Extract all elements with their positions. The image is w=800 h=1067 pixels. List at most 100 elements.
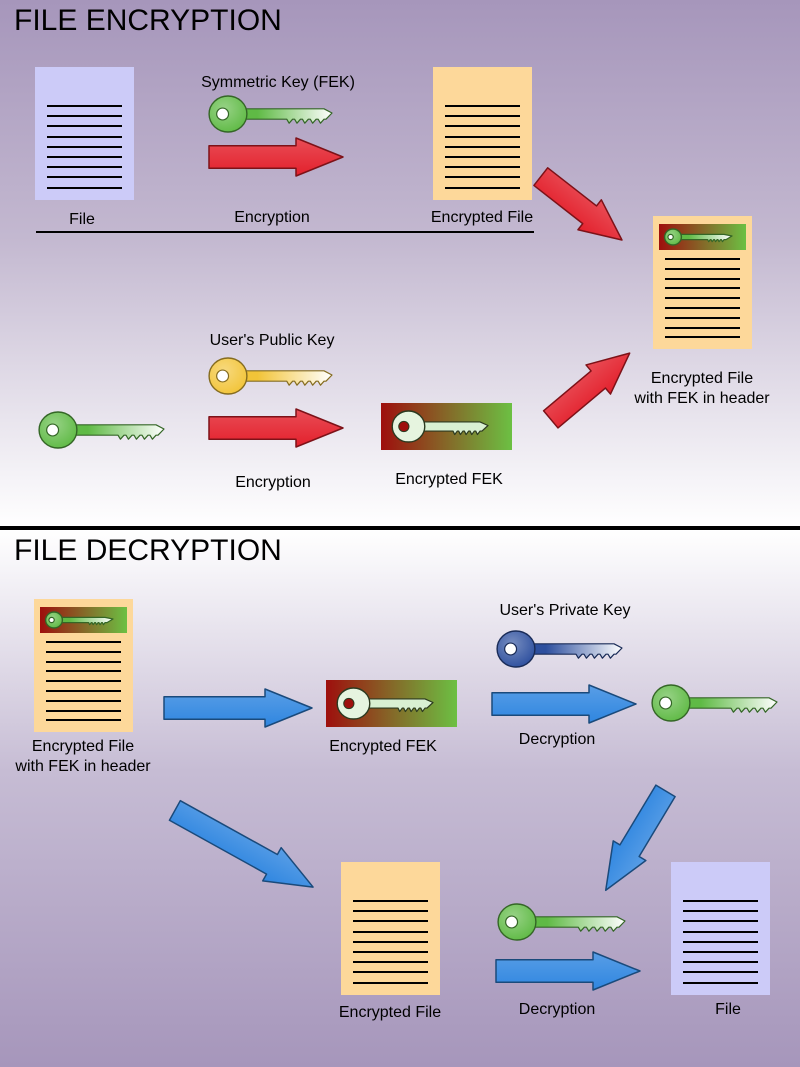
decryption-label-1: Decryption <box>518 731 596 748</box>
text-line <box>665 316 740 319</box>
text-line <box>46 719 121 722</box>
source-encrypted-file-with-header-document <box>34 599 133 732</box>
text-line <box>683 971 758 974</box>
public-key-icon <box>208 356 336 396</box>
users-public-key-label: User's Public Key <box>209 332 335 349</box>
text-line <box>683 940 758 943</box>
text-line <box>47 135 122 138</box>
text-line <box>353 940 428 943</box>
decryption-arrow-2 <box>495 951 641 991</box>
text-line <box>46 650 121 653</box>
text-line <box>665 307 740 309</box>
fek-key-icon <box>38 410 168 450</box>
text-line <box>46 709 121 712</box>
result-label-line2: with FEK in header <box>634 390 770 407</box>
text-line <box>683 961 758 964</box>
text-line <box>683 930 758 933</box>
text-line <box>683 900 758 902</box>
text-line <box>47 115 122 118</box>
text-line <box>665 258 740 260</box>
text-line <box>683 951 758 953</box>
users-private-key-label: User's Private Key <box>499 602 631 619</box>
result-label-line1: Encrypted File <box>650 370 754 387</box>
text-line <box>353 910 428 913</box>
text-line <box>47 156 122 158</box>
encryption-label-2: Encryption <box>235 474 311 491</box>
fek-header-block <box>40 607 127 633</box>
decryption-encrypted-fek-label: Encrypted FEK <box>329 738 437 755</box>
symmetric-key-icon <box>208 94 336 134</box>
encrypted-fek-key-icon <box>391 409 492 444</box>
to-header-arrow-top <box>528 160 635 256</box>
encryption-arrow-2 <box>208 408 344 448</box>
text-line <box>445 176 520 179</box>
text-line <box>665 326 740 329</box>
text-line <box>353 961 428 964</box>
text-line <box>46 699 121 702</box>
decryption-encrypted-fek-box <box>326 680 457 727</box>
encryption-arrow-1 <box>208 137 344 177</box>
text-line <box>445 135 520 138</box>
text-line <box>665 287 740 290</box>
text-line <box>353 971 428 974</box>
decryption-arrow-1 <box>491 684 637 724</box>
text-line <box>445 186 520 189</box>
text-line <box>353 920 428 923</box>
private-key-icon <box>496 629 626 669</box>
decryption-encrypted-file-label: Encrypted File <box>338 1004 442 1021</box>
text-line <box>353 951 428 953</box>
text-line <box>445 125 520 128</box>
text-line <box>683 910 758 913</box>
text-line <box>47 166 122 169</box>
decrypted-fek-key-icon <box>651 683 781 723</box>
encrypted-file-with-header-document <box>653 216 752 349</box>
text-line <box>445 166 520 169</box>
text-line <box>353 900 428 902</box>
fek-header-block <box>659 224 746 250</box>
encryption-label-1: Encryption <box>234 209 310 226</box>
file-down-arrow <box>164 793 323 906</box>
decryption-label-2: Decryption <box>518 1001 596 1018</box>
text-line <box>683 981 758 984</box>
symmetric-key-label: Symmetric Key (FEK) <box>201 74 355 91</box>
fek-key-icon-2 <box>497 902 629 942</box>
header-key-icon <box>663 227 736 247</box>
text-line <box>47 145 122 148</box>
text-line <box>353 981 428 984</box>
text-line <box>46 690 121 692</box>
extract-fek-arrow <box>163 688 313 728</box>
encrypted-file-label: Encrypted File <box>430 209 534 226</box>
text-line <box>445 145 520 148</box>
encryption-title: FILE ENCRYPTION <box>14 4 282 37</box>
text-line <box>353 930 428 933</box>
text-line <box>47 125 122 128</box>
to-header-arrow-bottom <box>537 337 643 435</box>
source-label-line1: Encrypted File <box>31 738 135 755</box>
decrypted-file-document <box>671 862 770 995</box>
separator-line <box>36 231 534 233</box>
decryption-encrypted-file-document <box>341 862 440 995</box>
plain-file-document <box>35 67 134 200</box>
text-line <box>445 115 520 118</box>
source-label-line2: with FEK in header <box>15 758 151 775</box>
decrypted-file-label: File <box>715 1001 741 1018</box>
text-line <box>46 680 121 683</box>
text-line <box>46 670 121 673</box>
encrypted-fek-box <box>381 403 512 450</box>
file-label: File <box>69 211 95 228</box>
text-line <box>47 105 122 107</box>
text-line <box>46 660 121 663</box>
encrypted-file-document <box>433 67 532 200</box>
encrypted-fek-key-icon <box>336 686 437 721</box>
text-line <box>683 920 758 923</box>
header-key-icon <box>44 610 117 630</box>
text-line <box>665 297 740 300</box>
text-line <box>445 156 520 158</box>
text-line <box>47 186 122 189</box>
text-line <box>665 277 740 280</box>
encrypted-fek-label: Encrypted FEK <box>395 471 503 488</box>
text-line <box>665 336 740 339</box>
decryption-title: FILE DECRYPTION <box>14 534 282 567</box>
text-line <box>47 176 122 179</box>
section-divider <box>0 526 800 530</box>
